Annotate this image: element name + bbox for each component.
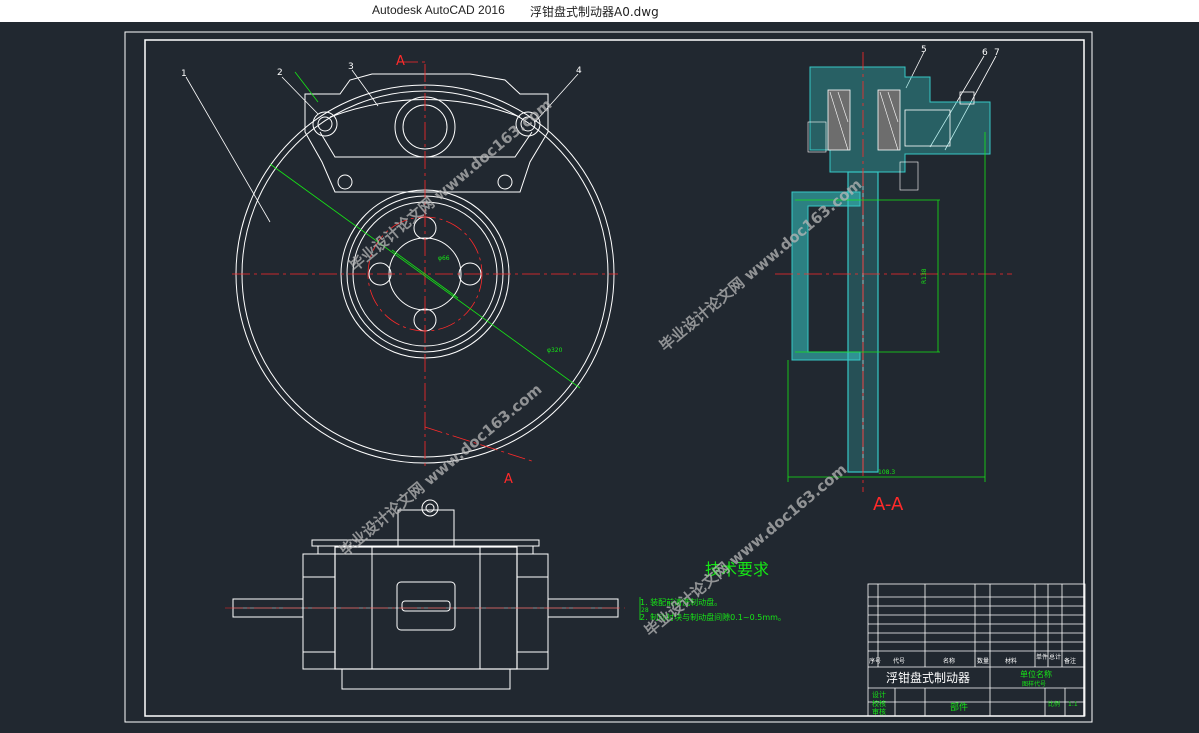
col-header: 总计 [1049,653,1061,661]
callout-4: 4 [576,66,582,76]
hub-diameter-dim: φ66 [438,255,450,262]
drawing-name: 浮钳盘式制动器 [886,670,970,685]
unit-name-label: 单位名称 [1020,669,1052,679]
front-dimensions [269,71,581,389]
callout-3: 3 [348,62,354,72]
watermark: 毕业设计论文网 www.doc163.com [336,380,545,560]
callout-5: 5 [921,45,927,55]
caliper-boss-left-in [317,116,333,132]
sign-row-check: 校核 [872,699,886,708]
callout-2: 2 [277,68,283,78]
section-view [791,66,991,473]
piston [904,109,951,147]
drawing-number-label: 图样代号 [1022,680,1046,688]
watermark: 毕业设计论文网 www.doc163.com [656,175,865,355]
callout-1: 1 [181,69,187,79]
mount-hole [337,174,353,190]
section-width-dim: 108.3 [878,469,895,476]
top-view [232,499,619,690]
col-header: 数量 [977,657,989,665]
col-header: 名称 [943,657,955,665]
caliper-boss-right [515,111,541,137]
title-block-headers: 序号 代号 名称 数量 材料 单件 总计 备注 [869,653,1076,665]
section-dimensions [787,132,986,482]
col-header: 代号 [893,657,905,665]
caliper-boss-right-in [520,116,536,132]
outer-sheet-border [124,31,1093,723]
disc-diameter-dim: φ320 [547,347,563,354]
app-title: Autodesk AutoCAD 2016 [372,3,505,17]
section-mark-bottom: A [504,472,513,487]
tech-req-item-2: 2. 制动衬块与制动盘间隙0.1~0.5mm。 [640,612,786,622]
title-block [867,583,1086,717]
sign-row-design: 设计 [872,690,886,699]
tech-req-item-1: 1. 装配前清洗制动盘。 [640,597,722,607]
section-mark-top: A [396,54,405,69]
scale-value: 1:1 [1068,701,1078,708]
watermarks: 毕业设计论文网 www.doc163.com 毕业设计论文网 www.doc16… [336,95,865,640]
scale-label: 比例 [1048,700,1060,708]
document-title: 浮钳盘式制动器A0.dwg [530,5,659,19]
assembly-label: 部件 [950,701,968,713]
col-header: 备注 [1064,657,1076,665]
pad-gap-dim: 28 [641,607,649,614]
bleed-screw [959,91,975,105]
watermark: 毕业设计论文网 www.doc163.com [346,95,555,275]
tech-req-heading: 技术要求 [705,560,769,579]
center-lines [232,61,618,468]
col-header: 序号 [869,657,881,665]
window-titlebar: Autodesk AutoCAD 2016 浮钳盘式制动器A0.dwg [0,0,1199,22]
section-view-label: A-A [873,494,904,515]
section-center-lines [775,52,1012,492]
drawing-canvas[interactable]: φ320 φ66 A A 1 2 3 4 5 6 7 [0,22,1199,733]
callout-7: 7 [994,48,1000,58]
col-header: 材料 [1005,657,1017,665]
col-header: 单件 [1036,653,1048,661]
sign-row-approve: 审核 [872,707,886,716]
cad-drawing[interactable]: φ320 φ66 A A 1 2 3 4 5 6 7 [0,22,1199,733]
caliper-boss-left [312,111,338,137]
section-height-dim: R138 [921,268,928,284]
inner-sheet-border [144,39,1085,717]
callout-6: 6 [982,48,988,58]
mount-hole [497,174,513,190]
